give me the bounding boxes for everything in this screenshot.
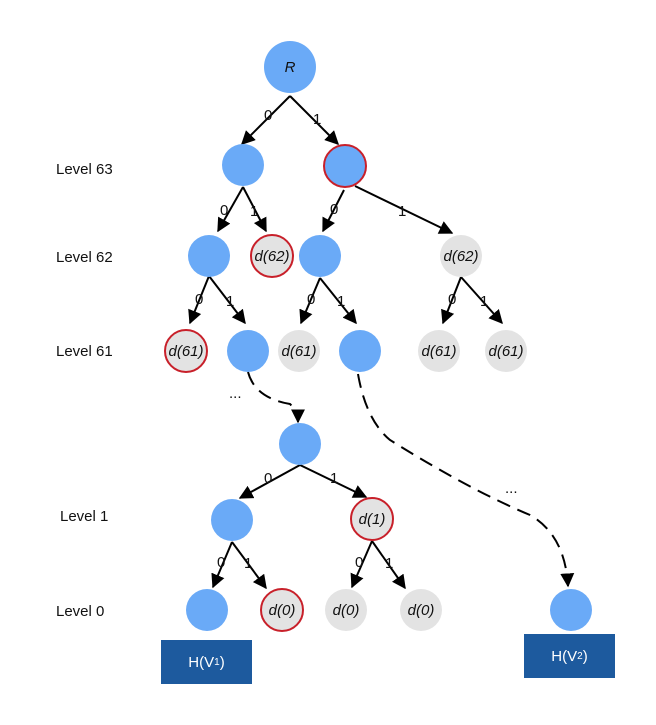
node-label-d62: d(62): [254, 248, 289, 265]
bit-label: 1: [385, 555, 393, 572]
edge-l1b-left: [350, 540, 373, 589]
node-62-blue-a: [188, 235, 230, 277]
node-63-left: [222, 144, 264, 186]
hash-prefix: H(V: [551, 647, 578, 665]
root-label: R: [285, 59, 296, 76]
node-0-blue-v2: [550, 589, 592, 631]
node-62-d62-highlighted: [250, 234, 294, 278]
dashed-path-right: [357, 373, 575, 588]
node-0-blue-v1: [186, 589, 228, 631]
node-label-d61: d(61): [421, 343, 456, 360]
bit-label: 1: [480, 293, 488, 310]
bit-label: 1: [337, 293, 345, 310]
ellipsis-right: ...: [505, 480, 518, 497]
bit-label: 0: [195, 291, 203, 308]
node-1-blue: [211, 499, 253, 541]
level-label-61: Level 61: [56, 343, 113, 360]
node-label-d61: d(61): [488, 343, 523, 360]
bit-label: 1: [398, 203, 406, 220]
bit-label: 1: [330, 470, 338, 487]
edge-62a-left: [188, 275, 210, 325]
dashed-path-left: [247, 371, 305, 424]
hash-subscript: 2: [577, 650, 583, 662]
edge-62b-left: [299, 277, 321, 325]
bit-label: 0: [264, 107, 272, 124]
bit-label: 1: [250, 203, 258, 220]
edge-root-right: [289, 95, 339, 145]
level-label-62: Level 62: [56, 249, 113, 266]
root-node: [264, 41, 316, 93]
hash-prefix: H(V: [188, 653, 215, 671]
node-level2-blue: [279, 423, 321, 465]
bit-label: 0: [307, 291, 315, 308]
edge-l1b-right: [371, 540, 406, 590]
hash-suffix: ): [582, 647, 588, 665]
edge-63r-right: [354, 185, 454, 234]
node-label-d1: d(1): [359, 511, 386, 528]
bit-label: 0: [448, 291, 456, 308]
bit-label: 0: [264, 470, 272, 487]
node-63-right-highlighted: [323, 144, 367, 188]
node-label-d62: d(62): [443, 248, 478, 265]
edge-l1a-left: [211, 541, 233, 589]
bit-label: 0: [217, 554, 225, 571]
node-62-d62-gray: [440, 235, 482, 277]
edge-l1a-right: [231, 541, 267, 590]
edge-63l-right: [242, 186, 267, 233]
edge-62c-right: [460, 276, 503, 325]
node-61-d61-highlighted: [164, 329, 208, 373]
edge-63r-left: [322, 189, 345, 233]
bit-label: 0: [330, 201, 338, 218]
node-label-d61: d(61): [168, 343, 203, 360]
node-1-d1-highlighted: [350, 497, 394, 541]
node-0-d0-gray-a: [325, 589, 367, 631]
node-label-d61: d(61): [281, 343, 316, 360]
bit-label: 1: [226, 293, 234, 310]
node-61-d61-gray-b: [418, 330, 460, 372]
level-label-0: Level 0: [56, 603, 105, 620]
edge-l2-right: [299, 464, 368, 498]
node-0-d0-highlighted: [260, 588, 304, 632]
edge-62c-left: [441, 276, 462, 325]
node-label-d0: d(0): [269, 602, 296, 619]
ellipsis-left: ...: [229, 385, 242, 402]
bit-label: 1: [244, 555, 252, 572]
bit-label: 0: [355, 554, 363, 571]
bit-label: 1: [313, 111, 321, 128]
edge-l2-left: [238, 464, 301, 499]
node-label-d0: d(0): [333, 602, 360, 619]
node-61-d61-gray-a: [278, 330, 320, 372]
bit-label: 0: [220, 202, 228, 219]
edge-62b-right: [319, 277, 357, 325]
node-0-d0-gray-b: [400, 589, 442, 631]
level-label-1: Level 1: [60, 508, 109, 525]
hash-subscript: 1: [214, 656, 220, 668]
level-label-63: Level 63: [56, 161, 113, 178]
node-61-blue-b: [339, 330, 381, 372]
edge-root-left: [241, 95, 291, 145]
node-label-d0: d(0): [408, 602, 435, 619]
node-61-blue-a: [227, 330, 269, 372]
edge-63l-left: [217, 186, 244, 233]
node-61-d61-gray-c: [485, 330, 527, 372]
edge-62a-right: [208, 275, 246, 325]
hash-suffix: ): [219, 653, 225, 671]
node-62-blue-b: [299, 235, 341, 277]
